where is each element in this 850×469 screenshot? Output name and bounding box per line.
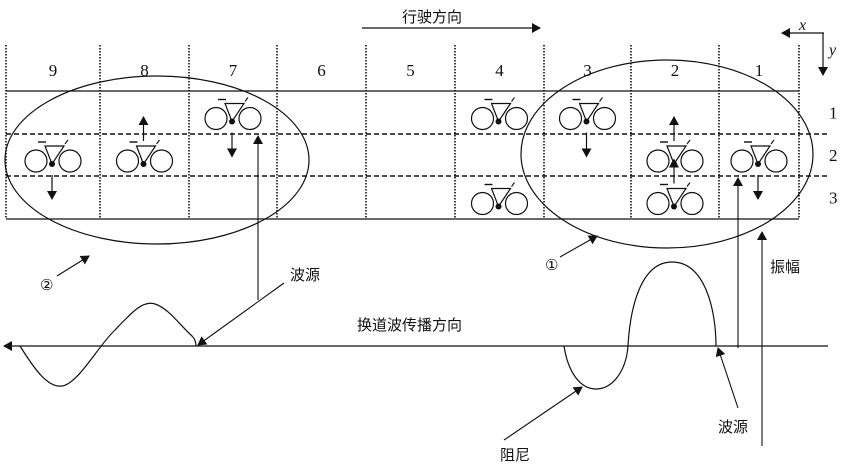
bicycle-icon — [204, 96, 262, 131]
wave-source-left-label: 波源 — [290, 266, 320, 284]
wave-left — [19, 302, 197, 387]
column-label: 1 — [755, 61, 764, 80]
vehicle — [470, 181, 529, 216]
lane-label: 1 — [829, 104, 838, 123]
lane-label: 2 — [829, 146, 838, 165]
x-axis-label: x — [798, 17, 806, 34]
vehicle — [24, 139, 82, 200]
group-1-ellipse — [520, 59, 814, 249]
column-label: 2 — [671, 61, 680, 80]
lane-label: 3 — [829, 189, 838, 208]
column-label: 3 — [583, 61, 592, 80]
vehicle — [204, 96, 262, 158]
bicycle-icon — [646, 181, 704, 216]
y-axis-label: y — [827, 42, 837, 59]
column-label: 6 — [317, 61, 326, 80]
coordinate-axes: x y — [781, 17, 837, 76]
group-2-marker: ② — [40, 276, 53, 294]
damping-pointer — [503, 386, 583, 441]
vehicle — [115, 116, 174, 173]
travel-direction-label: 行驶方向 — [402, 8, 462, 26]
wave-direction-label: 换道波传播方向 — [357, 316, 462, 334]
bicycle-icon — [470, 96, 529, 131]
wave-source-right-label: 波源 — [718, 418, 748, 436]
bicycle-icon — [470, 181, 529, 216]
bicycle-icon — [115, 139, 174, 173]
column-label: 8 — [140, 61, 149, 80]
lane-labels: 1 2 3 — [829, 104, 838, 208]
column-label: 7 — [229, 61, 238, 80]
vehicle — [730, 139, 788, 200]
vehicles — [24, 96, 788, 216]
damping-label: 阻尼 — [500, 446, 530, 464]
wave-right — [563, 261, 717, 390]
amplitude-label: 振幅 — [770, 258, 800, 276]
column-label: 4 — [495, 61, 504, 80]
column-labels: 9 8 7 6 5 4 3 2 1 — [49, 61, 764, 80]
column-label: 5 — [406, 61, 415, 80]
group-1-pointer — [559, 235, 598, 258]
wave-source-left-pointer — [197, 282, 285, 346]
group-2-pointer — [56, 255, 90, 277]
bicycle-icon — [24, 139, 82, 173]
column-label: 9 — [49, 61, 58, 80]
bicycle-icon — [730, 139, 788, 173]
vehicle — [558, 96, 617, 158]
vehicle — [470, 96, 529, 131]
vehicle — [646, 158, 704, 216]
group-2-ellipse — [4, 75, 310, 245]
wave-source-right-pointer — [715, 347, 739, 409]
group-1-marker: ① — [545, 256, 558, 274]
vehicle — [646, 116, 704, 173]
road-grid — [5, 45, 830, 220]
bicycle-icon — [646, 139, 704, 173]
bicycle-icon — [558, 96, 617, 131]
